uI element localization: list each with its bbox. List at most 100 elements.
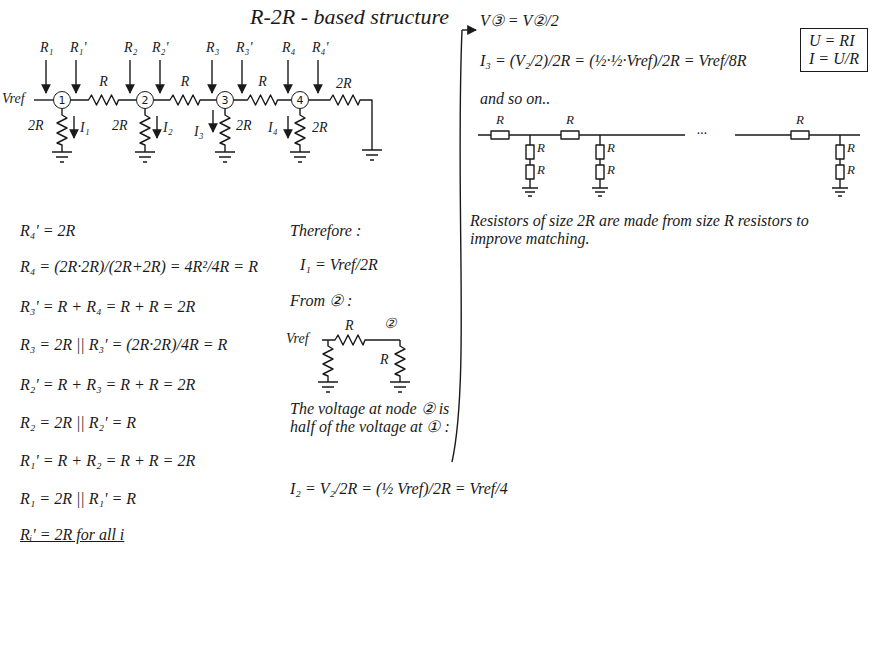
- resistance-arrow: [317, 60, 318, 93]
- resistance-label: R₁': [70, 40, 86, 56]
- node-number: ②: [384, 316, 397, 332]
- current-label: I₄: [268, 120, 278, 136]
- resistor-value: R: [566, 113, 574, 128]
- note-text: and so on..: [480, 90, 550, 108]
- resistor-value: R: [607, 141, 615, 156]
- resistance-label: R₂': [152, 40, 168, 56]
- resistor-symbol: [290, 109, 310, 162]
- equation: R₄' = 2R: [20, 222, 75, 240]
- resistance-arrow: [211, 60, 212, 93]
- wire: [592, 135, 608, 196]
- resistor-symbol: [309, 95, 372, 150]
- current-label: I₃: [194, 124, 204, 140]
- resistor-value: 2R: [28, 118, 44, 134]
- resistor-symbol: [491, 131, 509, 139]
- resistor-value: R: [847, 163, 855, 178]
- resistance-label: R₁: [40, 40, 53, 56]
- equation: I₃ = (V₂/2)/2R = (½·½·Vref)/2R = Vref/8R: [480, 52, 747, 70]
- wire: [522, 135, 538, 196]
- resistor-value: R: [258, 74, 267, 90]
- node-number: 2: [142, 94, 149, 107]
- formula-text: U = RI: [809, 32, 859, 50]
- resistance-arrow: [287, 60, 288, 93]
- equation: R₂' = R + R₃ = R + R = 2R: [20, 376, 195, 394]
- resistor-symbol: [836, 145, 844, 159]
- resistor-connector: [154, 95, 216, 105]
- signal-name: Vref: [2, 91, 25, 107]
- resistance-arrow: [129, 60, 130, 93]
- note-text: From ② :: [290, 292, 352, 310]
- resistor-value: R: [99, 74, 108, 90]
- wire: [478, 134, 860, 135]
- resistor-symbol: [596, 165, 604, 179]
- equation: R₄ = (2R·2R)/(2R+2R) = 4R²/4R = R: [20, 258, 258, 276]
- resistor-value: R: [537, 163, 545, 178]
- equation: I₂ = V₂/2R = (½ Vref)/2R = Vref/4: [290, 480, 508, 498]
- resistor-symbol: [52, 109, 72, 162]
- resistor-value: R: [847, 141, 855, 156]
- node-circle: 3: [216, 91, 234, 109]
- resistor-symbol: [215, 109, 235, 162]
- formula-text: I = U/R: [809, 50, 859, 68]
- equation: I₁ = Vref/2R: [300, 256, 378, 274]
- resistor-value: R: [607, 163, 615, 178]
- ellipsis: ...: [697, 122, 708, 138]
- resistance-arrow: [241, 60, 242, 93]
- node-number: 1: [59, 94, 66, 107]
- resistor-symbol: [526, 145, 534, 159]
- equation: Rᵢ' = 2R for all i: [20, 526, 124, 544]
- resistor-symbol: [596, 145, 604, 159]
- resistance-label: R₃: [206, 40, 219, 56]
- formula-box: U = RII = U/R: [800, 28, 868, 72]
- resistor-value: R: [181, 74, 190, 90]
- resistor-value: R: [796, 113, 804, 128]
- equation: R₃' = R + R₄ = R + R = 2R: [20, 298, 195, 316]
- resistor-symbol: [322, 335, 400, 345]
- resistor-symbol: [390, 340, 410, 392]
- equation: R₁ = 2R || R₁' = R: [20, 490, 136, 508]
- note-text: Therefore :: [290, 222, 361, 240]
- current-arrow: [287, 116, 288, 138]
- resistance-label: R₂: [124, 40, 137, 56]
- resistor-value: 2R: [312, 120, 328, 136]
- current-arrow: [212, 110, 213, 132]
- note-text: Resistors of size 2R are made from size …: [470, 212, 860, 249]
- resistor-value: 2R: [236, 118, 252, 134]
- resistor-symbol: [836, 165, 844, 179]
- resistance-label: R₃': [236, 40, 252, 56]
- resistor-symbol: [561, 131, 579, 139]
- resistor-value: 2R: [336, 76, 352, 92]
- separator-arrow: [462, 29, 476, 30]
- ground-symbol: [362, 150, 382, 160]
- resistor-value: R: [496, 113, 504, 128]
- node-number: 4: [297, 94, 304, 107]
- wire: [832, 135, 848, 196]
- resistance-arrow: [159, 60, 160, 93]
- node-number: 3: [222, 94, 229, 107]
- node-circle: 1: [53, 91, 71, 109]
- resistor-value: 2R: [112, 118, 128, 134]
- resistance-label: R₄: [282, 40, 295, 56]
- signal-name: Vref: [286, 331, 309, 347]
- resistor-connector: [71, 95, 136, 105]
- resistor-symbol: [318, 340, 338, 392]
- note-text: The voltage at node ② is half of the vol…: [290, 400, 450, 437]
- equation: R₁' = R + R₂ = R + R = 2R: [20, 452, 195, 470]
- current-arrow: [73, 116, 74, 138]
- resistor-value: R: [345, 318, 354, 334]
- resistor-connector: [234, 95, 291, 105]
- equation: R₃ = 2R || R₃' = (2R·2R)/4R = R: [20, 336, 227, 354]
- resistor-value: R: [537, 141, 545, 156]
- node-circle: 4: [291, 91, 309, 109]
- resistor-symbol: [526, 165, 534, 179]
- resistance-arrow: [45, 60, 46, 93]
- equation: V③ = V②/2: [480, 12, 559, 30]
- wire: [34, 99, 53, 100]
- node-circle: 2: [136, 91, 154, 109]
- resistor-symbol: [135, 109, 155, 162]
- resistor-value: R: [380, 352, 389, 368]
- resistance-label: R₄': [312, 40, 328, 56]
- separator-line: [452, 30, 462, 462]
- title-text: R-2R - based structure: [250, 4, 449, 29]
